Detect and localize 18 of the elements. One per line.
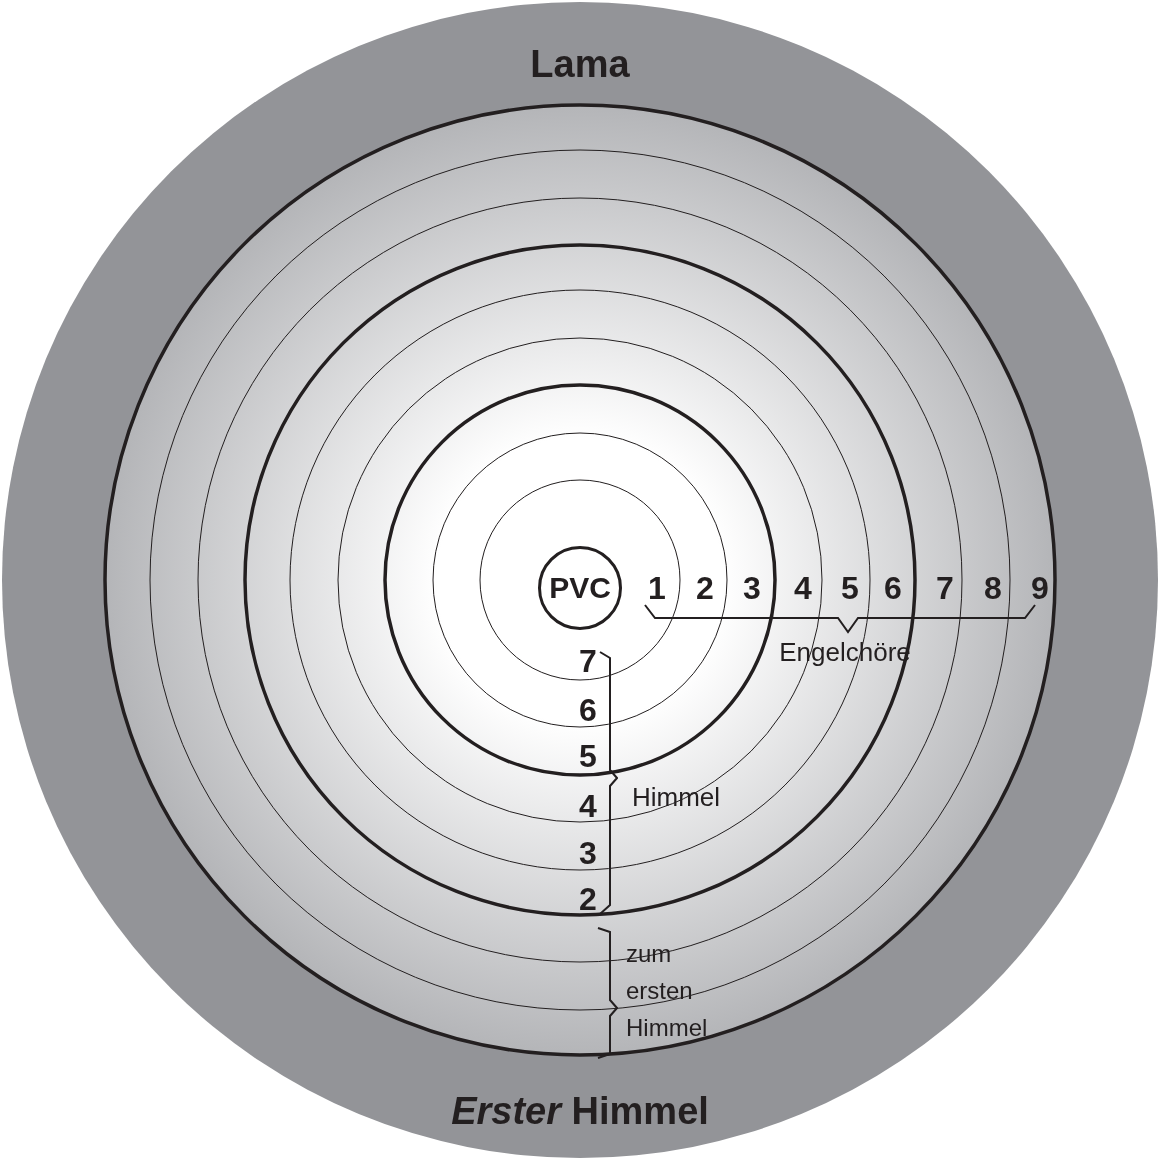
level-number: 6: [884, 572, 902, 604]
level-number: 5: [841, 572, 859, 604]
level-number: 4: [579, 790, 597, 822]
ring-title: Erster Himmel: [451, 1092, 709, 1130]
level-number: 7: [936, 572, 954, 604]
ring-title: Lama: [530, 45, 630, 83]
level-number: 8: [984, 572, 1002, 604]
level-number: 3: [743, 572, 761, 604]
level-number: 7: [579, 645, 597, 677]
level-number: 5: [579, 740, 597, 772]
circle-label: PVC: [549, 573, 611, 603]
level-number: 2: [579, 883, 597, 915]
level-number: 3: [579, 837, 597, 869]
level-number: 2: [696, 572, 714, 604]
level-number: 9: [1031, 572, 1049, 604]
level-number: 4: [794, 572, 812, 604]
level-number: 1: [648, 572, 666, 604]
level-number: 6: [579, 694, 597, 726]
